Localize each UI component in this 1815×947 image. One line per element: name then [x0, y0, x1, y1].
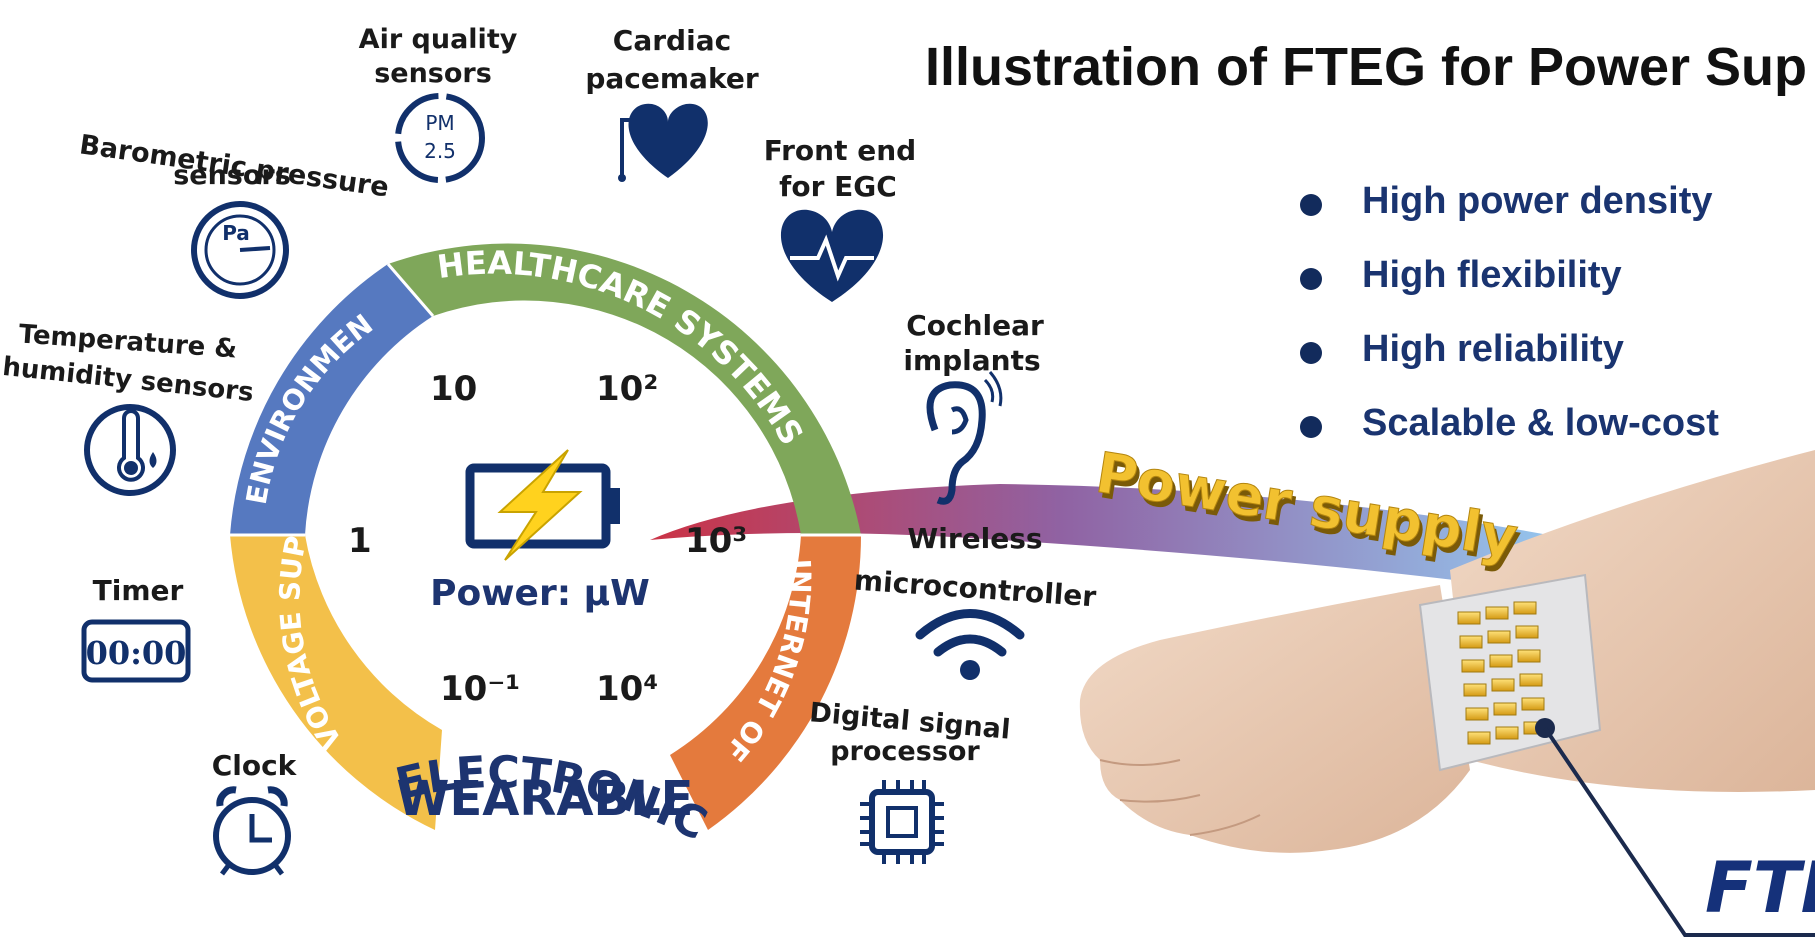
scale-label-10-3: 10³: [685, 521, 747, 561]
power-beam: [650, 484, 1565, 590]
scale-label-10-2: 10²: [596, 369, 658, 409]
scale-label-10-neg1: 10⁻¹: [440, 669, 520, 709]
bullet-icon: [1300, 416, 1322, 438]
application-ring: [230, 243, 862, 830]
segment-voltage-supervisor: [230, 535, 442, 830]
segment-healthcare-systems: [388, 243, 861, 535]
ecg-heart-icon: [780, 209, 884, 302]
scale-label-10: 10: [430, 369, 477, 409]
fteg-label: FTE: [1705, 847, 1815, 929]
battery-icon: [465, 449, 620, 561]
feature-item: High flexibility: [1300, 254, 1719, 328]
wifi-icon: [915, 609, 1025, 680]
wearable-label: WEARABLE: [397, 771, 694, 827]
alarm-clock-icon: [213, 786, 291, 876]
clock-label: Clock: [212, 749, 298, 782]
front-end-label-1: Front end: [764, 134, 916, 167]
center-power-label: Power: μW: [430, 573, 650, 614]
bullet-icon: [1300, 194, 1322, 216]
pressure-gauge-icon: Pa: [191, 201, 289, 299]
fteg-leader-line: [1543, 726, 1815, 937]
air-quality-label-2: sensors: [374, 58, 492, 89]
barometric-label-2: sensors: [173, 160, 291, 191]
feature-item: High power density: [1300, 180, 1719, 254]
svg-text:2.5: 2.5: [424, 139, 456, 163]
page-title: Illustration of FTEG for Power Sup: [925, 37, 1808, 97]
svg-text:00:00: 00:00: [86, 634, 187, 672]
feature-list: High power density High flexibility High…: [1300, 180, 1719, 476]
feature-item: Scalable & low-cost: [1300, 402, 1719, 476]
bullet-icon: [1300, 268, 1322, 290]
scale-label-1: 1: [348, 521, 372, 561]
scale-label-10-4: 10⁴: [596, 669, 658, 709]
wireless-label-2: microcontroller: [853, 564, 1098, 614]
front-end-label-2: for EGC: [779, 170, 897, 203]
bullet-icon: [1300, 342, 1322, 364]
wireless-label-1: Wireless: [907, 522, 1042, 555]
cardiac-label-2: pacemaker: [585, 62, 758, 95]
arm-illustration: [1079, 450, 1815, 853]
pm25-icon: PM 2.5: [395, 93, 485, 183]
dsp-label-2: processor: [830, 736, 980, 767]
ear-icon: [926, 371, 1003, 505]
feature-item: High reliability: [1300, 328, 1719, 402]
timer-label: Timer: [93, 574, 184, 607]
pacemaker-heart-icon: [618, 103, 708, 182]
chip-icon: [860, 780, 944, 864]
cochlear-label-2: implants: [903, 344, 1040, 377]
svg-text:PM: PM: [425, 111, 454, 135]
segment-internet-of-things: [670, 535, 862, 830]
thermometer-icon: [84, 404, 176, 496]
air-quality-label-1: Air quality: [359, 24, 518, 55]
timer-icon: 00:00: [81, 619, 191, 683]
segment-environment-monitor: [230, 264, 433, 535]
cochlear-label-1: Cochlear: [906, 309, 1044, 342]
svg-text:Pa: Pa: [222, 221, 250, 245]
cardiac-label-1: Cardiac: [613, 24, 731, 57]
